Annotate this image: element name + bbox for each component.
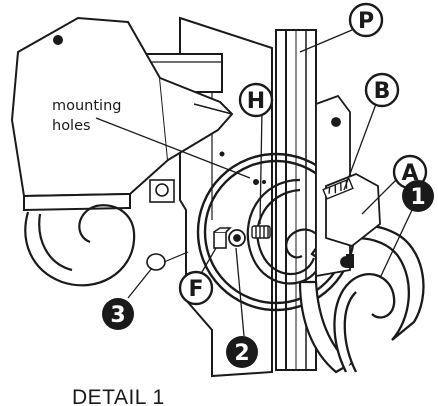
callout-1-label: 1 <box>410 185 425 210</box>
mounting-label-line2: holes <box>52 118 91 134</box>
screw-h <box>251 225 271 239</box>
bolt-3 <box>146 179 189 271</box>
callout-3: 3 <box>102 298 134 330</box>
callout-p: P <box>348 2 384 38</box>
spacer-f <box>213 227 232 249</box>
washer-nut-2 <box>228 229 246 247</box>
callout-3-label: 3 <box>110 303 125 328</box>
mounting-holes <box>219 151 266 185</box>
callout-h-label: H <box>247 89 265 114</box>
callout-2-label: 2 <box>234 341 249 366</box>
callout-b-label: B <box>374 79 391 104</box>
callout-a-label: A <box>401 161 418 186</box>
vertical-post <box>275 29 317 371</box>
callout-b: B <box>364 72 400 108</box>
callout-1: 1 <box>402 180 434 212</box>
detail-caption: DETAIL 1 <box>72 386 165 406</box>
leader-lines <box>95 29 413 337</box>
callout-f: F <box>178 270 214 306</box>
mounting-label-line1: mounting <box>52 98 121 114</box>
callout-p-label: P <box>358 9 374 34</box>
horn-bracket <box>10 16 234 212</box>
callout-h: H <box>238 82 274 118</box>
callout-f-label: F <box>188 277 203 302</box>
callout-2: 2 <box>226 336 258 368</box>
left-scroll <box>24 204 136 287</box>
inner-curl-scroll <box>246 178 325 285</box>
